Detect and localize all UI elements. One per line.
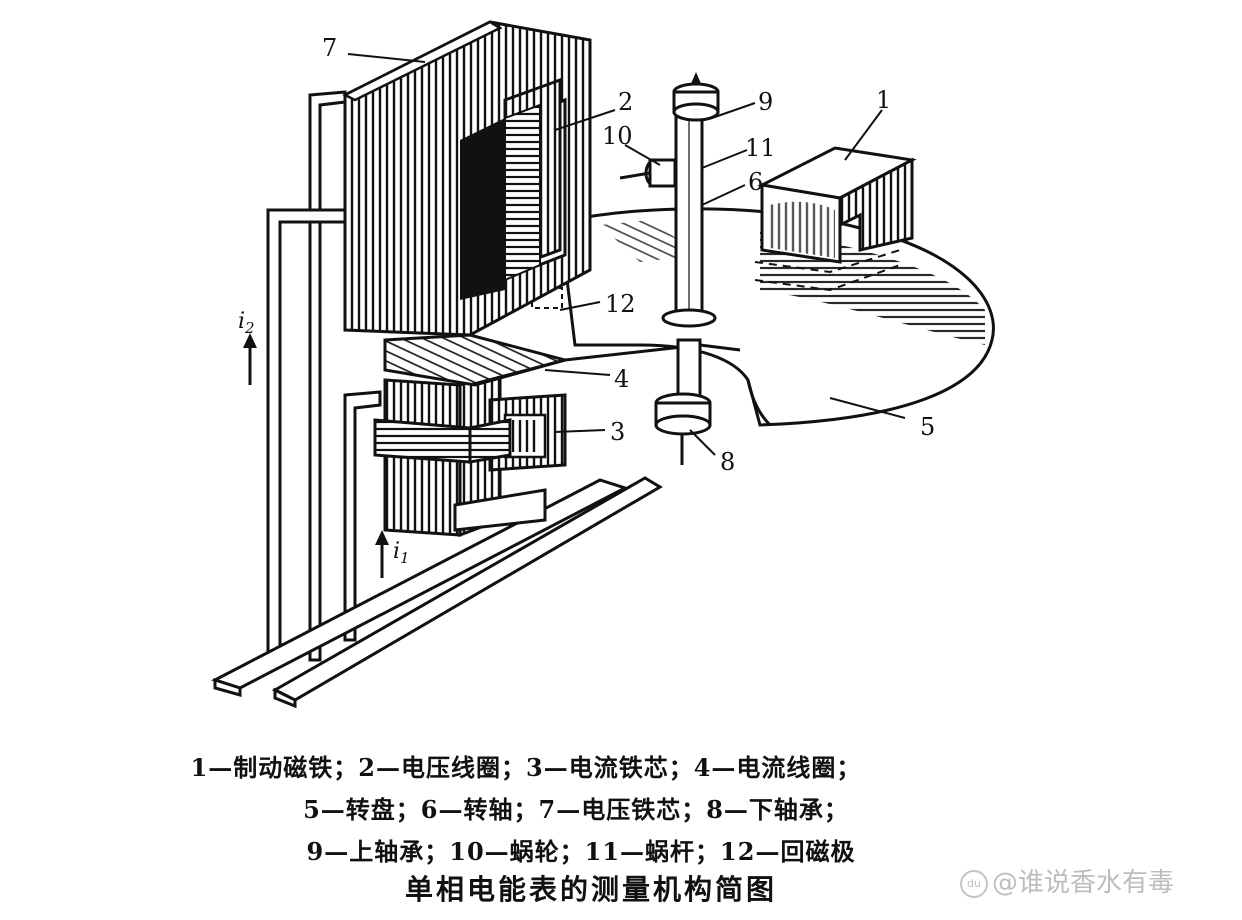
label-current-coil: 4 [614,365,629,393]
watermark-text: @谁说香水有毒 [992,868,1175,898]
legend-line-3: 9—上轴承；10—蜗轮；11—蜗杆；12—回磁极 [306,837,856,866]
current-coil [373,418,512,464]
label-disk: 5 [920,413,935,441]
figure-caption: 单相电能表的测量机构简图 [404,873,777,906]
watermark-logo-icon: du [960,869,988,898]
meter-mechanism-diagram: 7 2 9 10 11 6 1 12 4 3 5 8 i2 i1 [211,20,995,709]
label-voltage-coil: 2 [618,88,633,116]
label-return-pole: 12 [605,290,636,318]
svg-text:i2: i2 [238,309,255,337]
svg-text:i1: i1 [393,539,410,567]
label-current-core: 3 [610,418,625,446]
part-labels: 7 2 9 10 11 6 1 12 4 3 5 8 [322,34,935,476]
current-i1: i1 [375,530,410,578]
label-lower-bearing: 8 [720,448,735,476]
label-shaft: 6 [748,168,763,196]
worm-wheel [619,158,677,188]
lead-wires [211,90,663,709]
voltage-coil [460,77,562,300]
lower-bearing [654,392,712,436]
label-braking-magnet: 1 [876,86,891,114]
leader-lines [347,53,906,456]
braking-magnet [754,146,917,292]
current-i2-sub: 2 [244,319,255,337]
watermark: du@谁说香水有毒 [960,862,1174,899]
label-worm: 11 [745,134,776,162]
upper-bearing [672,72,720,122]
label-worm-wheel: 10 [602,122,633,150]
legend-line-1: 1—制动磁铁；2—电压线圈；3—电流铁芯；4—电流线圈； [190,753,862,782]
label-upper-bearing: 9 [758,88,773,116]
current-i2: i2 [238,309,257,385]
legend-line-2: 5—转盘；6—转轴；7—电压铁芯；8—下轴承； [303,795,849,824]
label-voltage-core: 7 [322,34,337,62]
rotating-shaft [661,108,717,465]
current-i1-sub: 1 [400,549,410,567]
current-i2-symbol: i [238,309,245,334]
current-i1-symbol: i [393,539,400,564]
